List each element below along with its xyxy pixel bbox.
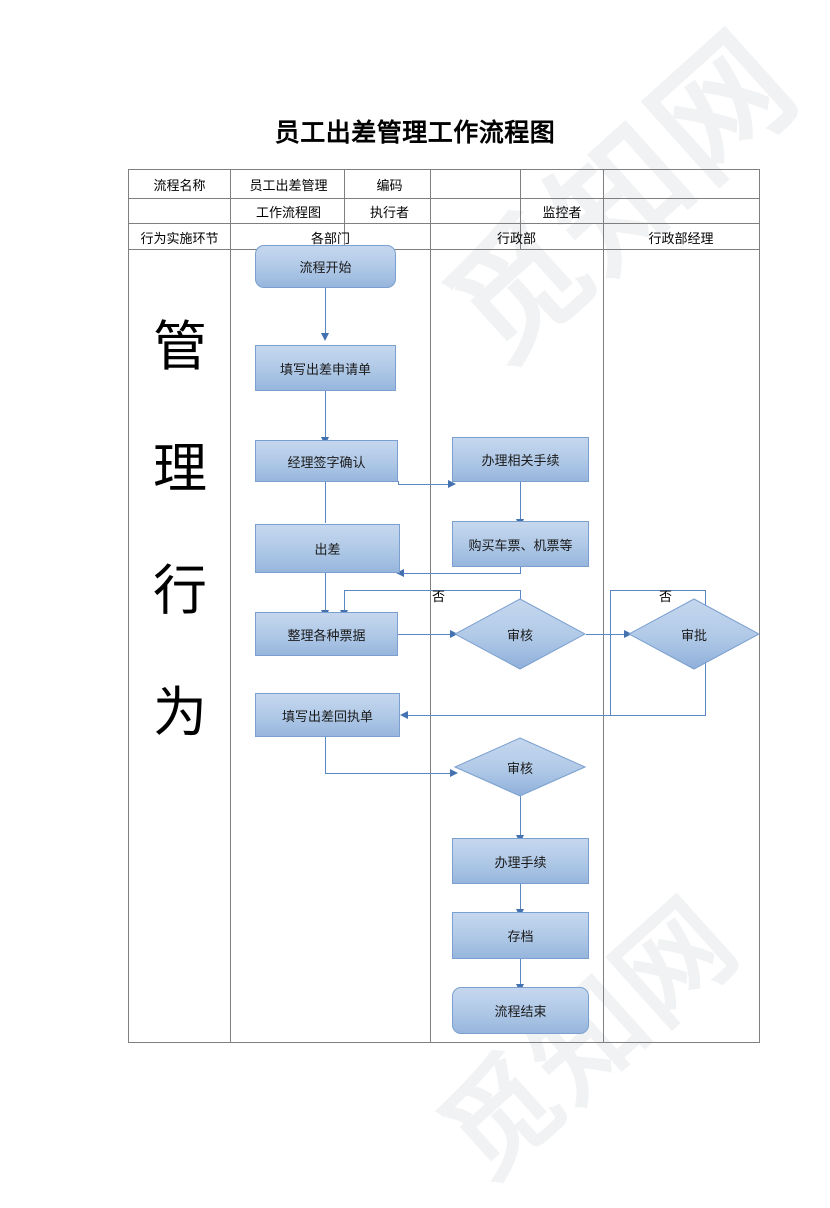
cell-executor-label: 执行者 bbox=[369, 206, 409, 221]
edge-approve-no-left-drop bbox=[610, 590, 611, 715]
node-review2[interactable]: 审核 bbox=[454, 737, 586, 797]
cell-stage-label: 行为实施环节 bbox=[140, 231, 219, 247]
cell-row1-blank-right bbox=[604, 169, 759, 199]
edge-approve-no-horizontal bbox=[610, 590, 706, 591]
edge-sign-down-stub bbox=[398, 481, 399, 485]
grid-vline-left bbox=[128, 169, 129, 1043]
edge-sign-to-trip bbox=[325, 482, 326, 523]
flowchart: 否 否 流程开始 填写出差申请单 经理签字确认 出差 整理各种票据 填写出差回执… bbox=[255, 245, 760, 1034]
edge-procedures-to-tickets bbox=[520, 481, 521, 521]
edge-tickets-to-trip bbox=[400, 573, 521, 574]
process-sheet bbox=[128, 169, 760, 1043]
edge-receipt-down bbox=[325, 737, 326, 774]
grid-vline-right bbox=[759, 169, 760, 1043]
node-start[interactable]: 流程开始 bbox=[255, 245, 396, 288]
grid-vline-5 bbox=[603, 169, 604, 1043]
node-approve-label: 审批 bbox=[680, 628, 707, 644]
cell-process-name-line2: 工作流程图 bbox=[255, 206, 321, 221]
diamond-shape-review2 bbox=[454, 737, 586, 797]
cell-executor-value bbox=[433, 199, 517, 224]
cell-code-value bbox=[433, 169, 517, 199]
node-procedures[interactable]: 办理相关手续 bbox=[452, 437, 589, 482]
phase-char-3: 行 bbox=[153, 559, 207, 622]
edge-handle-to-archive bbox=[520, 884, 521, 911]
node-sign[interactable]: 经理签字确认 bbox=[255, 440, 398, 482]
grid-hline-3 bbox=[128, 249, 760, 250]
node-review1-label: 审核 bbox=[506, 628, 533, 644]
edge-review1-no-horizontal bbox=[344, 590, 521, 591]
edge-label-no-right: 否 bbox=[659, 590, 673, 605]
grid-vline-2 bbox=[344, 169, 345, 249]
arrowhead-receipt-to-review2 bbox=[450, 769, 458, 777]
cell-process-name-value: 员工出差管理 bbox=[249, 178, 328, 194]
edge-review1-no-drop-to-tidy bbox=[344, 590, 345, 612]
edge-sign-to-procedures bbox=[398, 484, 452, 485]
node-tickets[interactable]: 购买车票、机票等 bbox=[452, 521, 589, 567]
phase-label-management-behavior: 管 理 行 为 bbox=[140, 320, 220, 740]
node-receipt[interactable]: 填写出差回执单 bbox=[255, 693, 400, 737]
cell-lane-departments: 各部门 bbox=[310, 231, 350, 247]
node-trip[interactable]: 出差 bbox=[255, 524, 400, 573]
diamond-shape-review1 bbox=[454, 598, 586, 670]
phase-char-1: 管 bbox=[153, 315, 207, 378]
edge-trip-to-tidy bbox=[325, 570, 326, 612]
node-approve[interactable]: 审批 bbox=[628, 598, 760, 670]
edge-receipt-to-review2 bbox=[325, 773, 454, 774]
node-archive[interactable]: 存档 bbox=[452, 912, 589, 959]
grid-vline-4 bbox=[520, 169, 521, 249]
edge-tidy-to-review1 bbox=[398, 634, 454, 635]
cell-monitor-label: 监控者 bbox=[542, 206, 582, 221]
node-review2-label: 审核 bbox=[506, 761, 533, 777]
edge-approve-to-receipt bbox=[405, 715, 706, 716]
phase-char-4: 为 bbox=[153, 681, 207, 744]
diamond-shape-approve bbox=[628, 598, 760, 670]
node-tidy[interactable]: 整理各种票据 bbox=[255, 612, 398, 656]
node-end[interactable]: 流程结束 bbox=[452, 987, 589, 1034]
grid-hline-2 bbox=[128, 223, 760, 224]
cell-monitor-value bbox=[604, 199, 759, 224]
edge-review1-to-approve bbox=[586, 634, 630, 635]
cell-row1-blank-mid bbox=[520, 169, 604, 199]
edge-approve-no-riser bbox=[705, 590, 706, 612]
edge-apply-to-sign bbox=[325, 391, 326, 438]
phase-char-2: 理 bbox=[153, 437, 207, 500]
grid-hline-bottom bbox=[128, 1042, 760, 1043]
node-review1[interactable]: 审核 bbox=[454, 598, 586, 670]
page-title: 员工出差管理工作流程图 bbox=[274, 118, 556, 147]
arrowhead-sign-to-procedures bbox=[448, 480, 456, 488]
grid-vline-3 bbox=[430, 169, 431, 1043]
cell-lane-admin: 行政部 bbox=[496, 231, 536, 247]
edge-approve-down bbox=[705, 656, 706, 715]
node-apply[interactable]: 填写出差申请单 bbox=[255, 345, 396, 391]
grid-vline-1 bbox=[230, 169, 231, 1043]
edge-tickets-down bbox=[520, 566, 521, 574]
cell-lane-admin-manager: 行政部经理 bbox=[648, 231, 714, 247]
edge-label-no-left: 否 bbox=[432, 590, 446, 605]
edge-start-to-apply bbox=[325, 287, 326, 334]
edge-archive-to-end bbox=[520, 959, 521, 986]
cell-code-label: 编码 bbox=[376, 178, 403, 194]
grid-hline-1 bbox=[128, 198, 760, 199]
arrowhead-approve-to-receipt bbox=[400, 711, 408, 719]
edge-review2-to-handle bbox=[520, 796, 521, 837]
arrowhead-start-to-apply bbox=[320, 333, 329, 341]
grid-hline-top bbox=[128, 169, 760, 170]
cell-process-name-label: 流程名称 bbox=[153, 178, 206, 194]
arrowhead-tickets-to-trip bbox=[396, 569, 404, 577]
node-handle[interactable]: 办理手续 bbox=[452, 838, 589, 884]
